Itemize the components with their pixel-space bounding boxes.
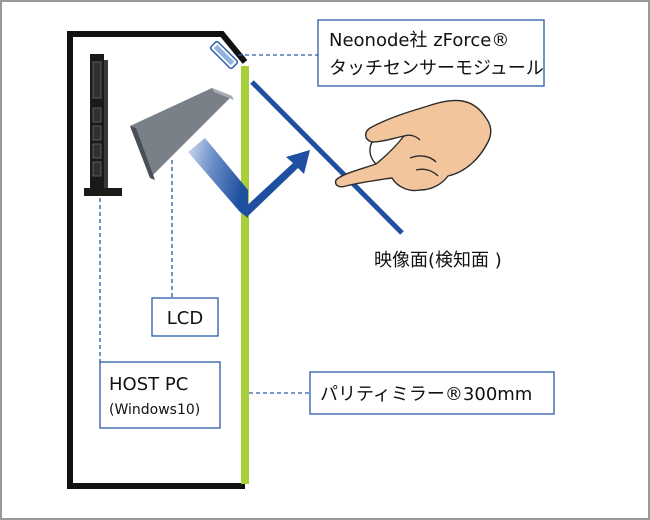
image-plane-label: 映像面(検知面 ) (374, 250, 502, 271)
host-pc-label-line2: (Windows10) (109, 402, 200, 418)
lcd-label-box (151, 297, 219, 337)
host-pc-label-box (99, 361, 221, 429)
leader-lines (99, 54, 318, 394)
sensor-module-icon (209, 40, 239, 70)
monitor-icon (130, 88, 234, 180)
pointing-hand-icon (334, 99, 492, 192)
lcd-label: LCD (167, 308, 203, 329)
mirror-label: パリティミラー®300mm (320, 384, 532, 405)
enclosure-outline (67, 31, 248, 489)
pc-tower-icon (84, 54, 122, 196)
parity-mirror (241, 66, 249, 484)
host-pc-label-line1: HOST PC (109, 374, 188, 395)
mirror-label-box (309, 371, 555, 415)
reflection-arrow-icon (188, 138, 310, 218)
sensor-label-line1: Neonode社 zForce® (329, 30, 509, 51)
sensor-label-box (317, 19, 545, 87)
image-plane-line (250, 80, 404, 235)
sensor-label-line2: タッチセンサーモジュール (329, 58, 544, 79)
